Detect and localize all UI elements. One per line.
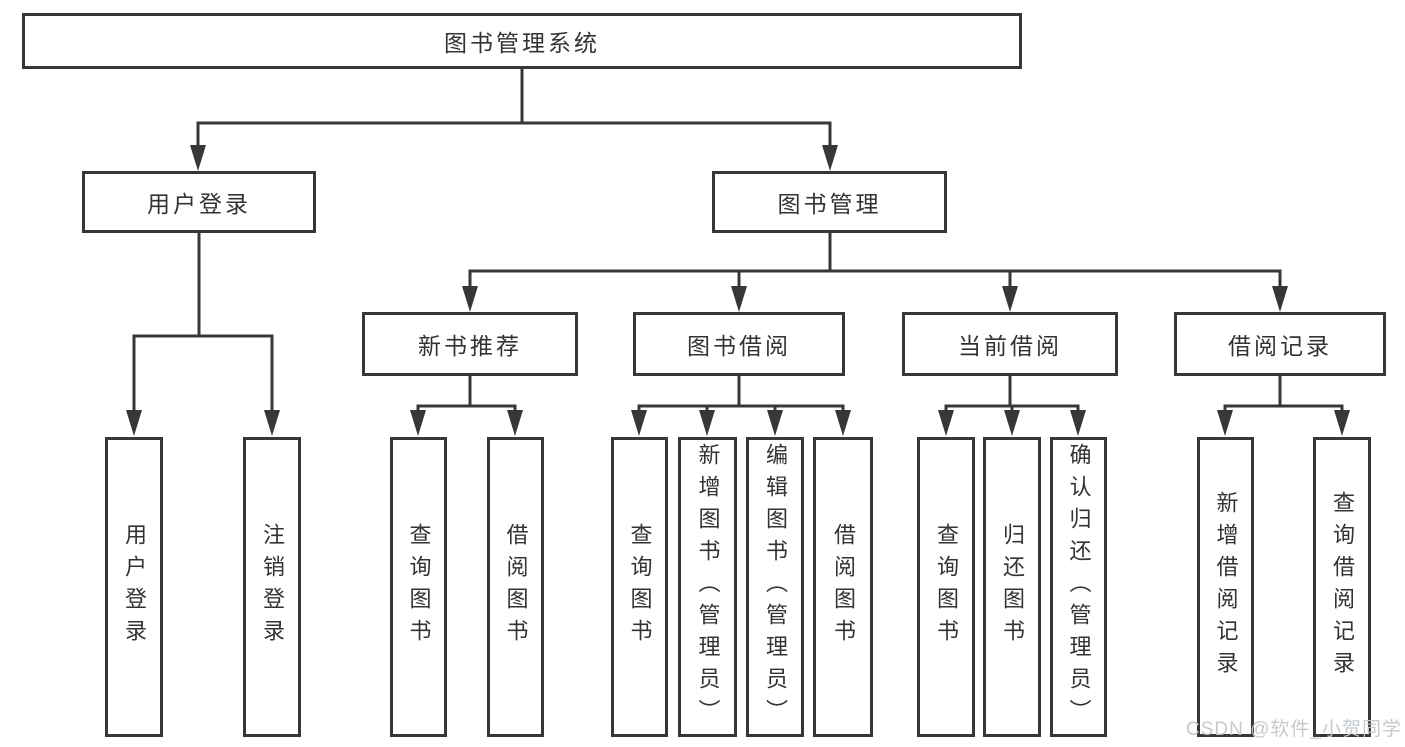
connector-root-to-level2 (196, 69, 832, 148)
node-label: 确认归还（管理员） (1066, 443, 1092, 731)
node-leaf-query-books-recommend: 查询图书 (390, 437, 447, 737)
node-label: 编辑图书（管理员） (763, 443, 788, 731)
arrowheads-borrow-record-to-leaves (1217, 410, 1350, 436)
arrowheads-book-borrow-to-leaves (631, 410, 851, 436)
node-label: 新增借阅记录 (1213, 491, 1239, 683)
node-leaf-user-login: 用户登录 (105, 437, 163, 737)
node-leaf-confirm-return-admin: 确认归还（管理员） (1050, 437, 1107, 737)
node-leaf-query-borrow-record: 查询借阅记录 (1313, 437, 1371, 737)
node-leaf-add-borrow-record: 新增借阅记录 (1197, 437, 1254, 737)
node-leaf-add-book-admin: 新增图书（管理员） (678, 437, 737, 737)
node-label: 新书推荐 (418, 333, 522, 359)
node-book-borrowing: 图书借阅 (633, 312, 845, 376)
node-root-library-management-system: 图书管理系统 (22, 13, 1022, 69)
arrowheads-user-login-to-leaves (126, 410, 280, 436)
node-new-book-recommendation: 新书推荐 (362, 312, 578, 376)
arrowheads-book-management-to-level3 (462, 286, 1288, 312)
arrowheads-root-to-level2 (190, 145, 838, 171)
connector-current-borrow-to-leaves (944, 376, 1080, 414)
node-leaf-logout: 注销登录 (243, 437, 301, 737)
node-user-login: 用户登录 (82, 171, 316, 233)
node-leaf-return-books: 归还图书 (983, 437, 1041, 737)
node-label: 图书借阅 (687, 333, 791, 359)
node-label: 当前借阅 (958, 333, 1062, 359)
node-label: 查询借阅记录 (1330, 491, 1355, 683)
connector-new-book-to-leaves (416, 376, 517, 414)
node-label: 图书管理 (777, 191, 882, 217)
node-label: 用户登录 (147, 191, 251, 217)
node-label: 新增图书（管理员） (695, 443, 721, 731)
node-leaf-query-books-borrow: 查询图书 (611, 437, 668, 737)
node-leaf-edit-book-admin: 编辑图书（管理员） (746, 437, 804, 737)
connector-book-management-to-level3 (468, 233, 1282, 290)
node-label: 借阅记录 (1228, 333, 1332, 359)
node-label: 图书管理系统 (444, 30, 600, 56)
node-label: 借阅图书 (831, 523, 856, 651)
node-label: 归还图书 (1000, 523, 1025, 651)
node-book-management: 图书管理 (712, 171, 947, 233)
node-label: 注销登录 (260, 523, 285, 651)
connector-user-login-to-leaves (132, 233, 274, 414)
node-label: 用户登录 (122, 523, 147, 651)
node-leaf-borrow-books: 借阅图书 (813, 437, 873, 737)
node-label: 查询图书 (934, 523, 959, 651)
csdn-watermark: CSDN @软件_小贺同学 (1186, 719, 1402, 740)
connector-book-borrow-to-leaves (637, 376, 845, 414)
arrowheads-current-borrow-to-leaves (938, 410, 1086, 436)
node-label: 查询图书 (627, 523, 653, 651)
node-current-borrowing: 当前借阅 (902, 312, 1118, 376)
connector-borrow-record-to-leaves (1223, 376, 1344, 414)
node-label: 借阅图书 (503, 523, 529, 651)
node-leaf-borrow-books-recommend: 借阅图书 (487, 437, 544, 737)
node-borrowing-records: 借阅记录 (1174, 312, 1386, 376)
arrowheads-new-book-to-leaves (410, 410, 523, 436)
node-leaf-query-books-current: 查询图书 (917, 437, 975, 737)
node-label: 查询图书 (406, 523, 432, 651)
